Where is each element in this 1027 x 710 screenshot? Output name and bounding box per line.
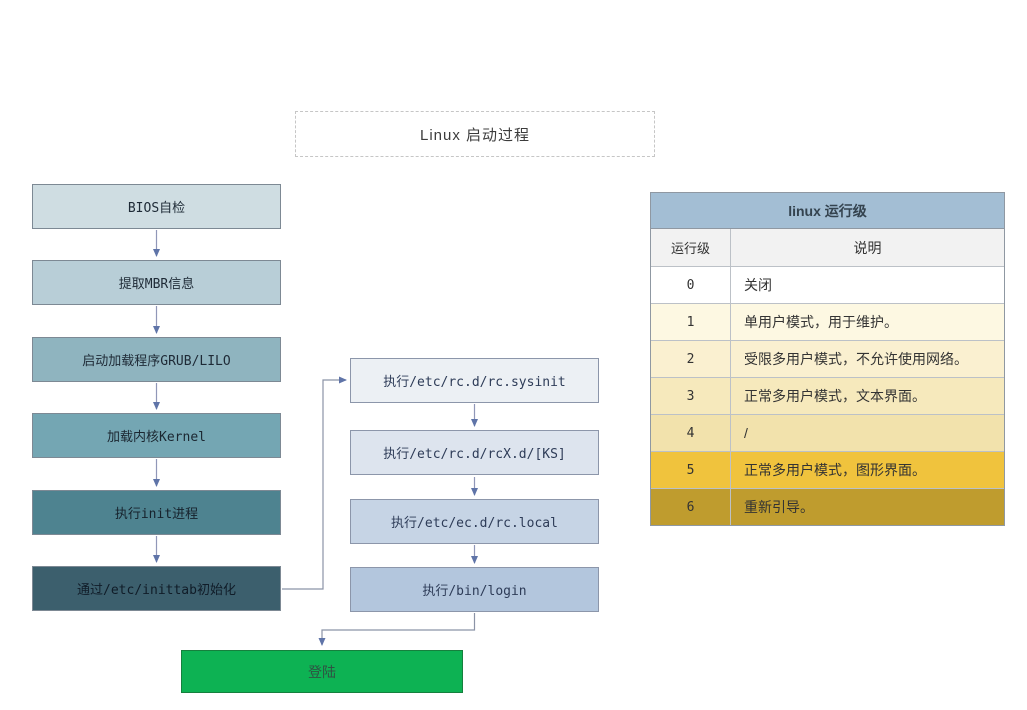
runlevel-value: 5 <box>651 452 731 488</box>
runlevel-table-title: linux 运行级 <box>651 193 1004 229</box>
runlevel-value: 3 <box>651 378 731 414</box>
runlevel-table: linux 运行级 运行级 说明 0 关闭 1 单用户模式，用于维护。 2 受限… <box>650 192 1005 526</box>
flow-step-bin-login: 执行/bin/login <box>350 567 599 612</box>
table-row-level-6: 6 重新引导。 <box>651 488 1004 525</box>
flow-step-read-mbr: 提取MBR信息 <box>32 260 281 305</box>
table-row-level-1: 1 单用户模式，用于维护。 <box>651 303 1004 340</box>
flow-step-rc-sysinit: 执行/etc/rc.d/rc.sysinit <box>350 358 599 403</box>
flow-step-load-kernel: 加载内核Kernel <box>32 413 281 458</box>
runlevel-value: 0 <box>651 267 731 303</box>
runlevel-description: 正常多用户模式，文本界面。 <box>744 388 926 404</box>
flow-step-rc-local: 执行/etc/ec.d/rc.local <box>350 499 599 544</box>
diagram-title: Linux 启动过程 <box>295 111 655 157</box>
runlevel-description: / <box>744 425 748 441</box>
col-header-description: 说明 <box>853 239 882 256</box>
table-row-level-2: 2 受限多用户模式，不允许使用网络。 <box>651 340 1004 377</box>
col-header-runlevel: 运行级 <box>651 229 731 266</box>
runlevel-value: 2 <box>651 341 731 377</box>
runlevel-value: 1 <box>651 304 731 340</box>
table-row-level-0: 0 关闭 <box>651 266 1004 303</box>
runlevel-description: 正常多用户模式，图形界面。 <box>744 462 926 478</box>
table-row-level-5: 5 正常多用户模式，图形界面。 <box>651 451 1004 488</box>
table-row-level-4: 4 / <box>651 414 1004 451</box>
flow-step-rcx-d: 执行/etc/rc.d/rcX.d/[KS] <box>350 430 599 475</box>
runlevel-description: 单用户模式，用于维护。 <box>744 314 898 330</box>
flow-step-login: 登陆 <box>181 650 463 693</box>
runlevel-value: 6 <box>651 489 731 525</box>
runlevel-table-header: 运行级 说明 <box>651 229 1004 266</box>
flow-step-inittab: 通过/etc/inittab初始化 <box>32 566 281 611</box>
flow-step-init-process: 执行init进程 <box>32 490 281 535</box>
table-row-level-3: 3 正常多用户模式，文本界面。 <box>651 377 1004 414</box>
flow-step-bootloader: 启动加载程序GRUB/LILO <box>32 337 281 382</box>
flow-step-bios-check: BIOS自检 <box>32 184 281 229</box>
runlevel-value: 4 <box>651 415 731 451</box>
runlevel-description: 受限多用户模式，不允许使用网络。 <box>744 351 968 367</box>
runlevel-description: 重新引导。 <box>744 499 814 515</box>
runlevel-description: 关闭 <box>744 277 772 293</box>
